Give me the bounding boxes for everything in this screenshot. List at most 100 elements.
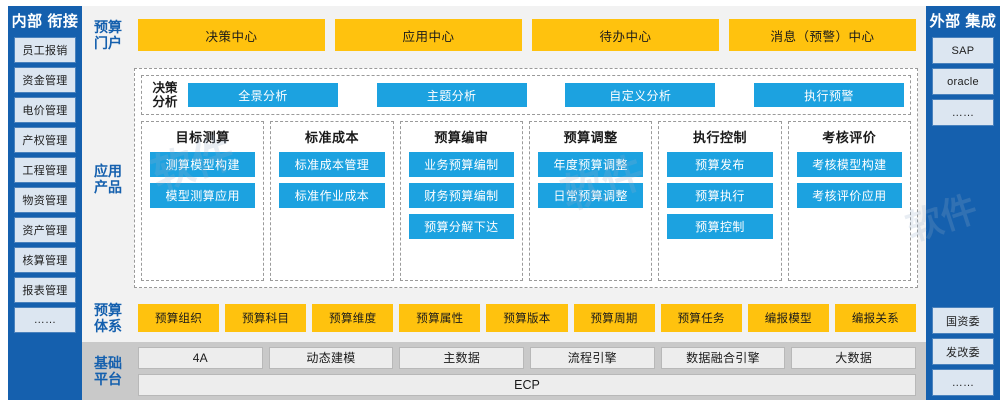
module-item-assessment-evaluation-app[interactable]: 考核评价应用 [796, 183, 902, 208]
module-item-budget-execution[interactable]: 预算执行 [667, 183, 773, 208]
module-title: 预算编审 [434, 130, 489, 145]
module-item-budget-decomposition-issuance[interactable]: 预算分解下达 [408, 214, 514, 239]
base-platform-label-line1: 基础 [94, 355, 122, 371]
budget-system-label-line1: 预算 [94, 302, 122, 318]
module-title: 预算调整 [563, 130, 618, 145]
left-sidebar-title-line2: 衔接 [47, 13, 79, 30]
budget-system-band-label: 预算 体系 [82, 294, 134, 342]
budget-system-item-version[interactable]: 预算版本 [486, 304, 568, 332]
portal-item-todo-center[interactable]: 待办中心 [532, 19, 719, 51]
base-platform-label-line2: 平台 [94, 371, 122, 387]
module-standard-cost: 标准成本 标准成本管理 标准作业成本 [270, 121, 394, 281]
budget-system-item-subject[interactable]: 预算科目 [225, 304, 307, 332]
module-columns: 目标测算 测算模型构建 模型测算应用 标准成本 标准成本管理 标准作业成本 预算… [141, 121, 911, 281]
portal-band-label: 预算 门户 [82, 6, 134, 64]
external-item-ndrc[interactable]: 发改委 [932, 338, 994, 365]
right-sidebar-title: 外部 集成 [930, 6, 997, 37]
decision-label-line1: 决策 [152, 81, 178, 95]
budget-system-label-line2: 体系 [94, 318, 122, 334]
sidebar-item-property-rights[interactable]: 产权管理 [14, 127, 76, 153]
decision-item-execution-alert[interactable]: 执行预警 [753, 83, 904, 107]
module-budget-adjustment: 预算调整 年度预算调整 日常预算调整 [528, 121, 653, 281]
budget-system-item-cycle[interactable]: 预算周期 [573, 304, 655, 332]
base-platform-items: 4A 动态建模 主数据 流程引擎 数据融合引擎 大数据 [138, 346, 917, 369]
app-products-container: 决策 分析 全景分析 主题分析 自定义分析 执行预警 目标测算 测算模型构建 [134, 68, 918, 288]
app-products-label-line2: 产品 [94, 179, 122, 195]
right-sidebar-title-line1: 外部 [929, 13, 961, 30]
base-platform-band-label: 基础 平台 [82, 342, 134, 400]
portal-band-body: 决策中心 应用中心 待办中心 消息（预警）中心 [134, 6, 926, 64]
base-item-process-engine[interactable]: 流程引擎 [530, 346, 655, 369]
external-item-sasac[interactable]: 国资委 [932, 307, 994, 334]
sidebar-item-materials[interactable]: 物资管理 [14, 187, 76, 213]
sidebar-item-reports[interactable]: 报表管理 [14, 277, 76, 303]
module-title: 标准成本 [304, 130, 359, 145]
external-item-oracle[interactable]: oracle [932, 68, 994, 95]
sidebar-item-accounting[interactable]: 核算管理 [14, 247, 76, 273]
sidebar-item-price-management[interactable]: 电价管理 [14, 97, 76, 123]
sidebar-item-more[interactable]: …… [14, 307, 76, 333]
decision-label-line2: 分析 [152, 95, 178, 109]
sidebar-item-engineering[interactable]: 工程管理 [14, 157, 76, 183]
module-target-estimation: 目标测算 测算模型构建 模型测算应用 [141, 121, 265, 281]
portal-item-decision-center[interactable]: 决策中心 [138, 19, 325, 51]
module-item-business-budget-preparation[interactable]: 业务预算编制 [408, 152, 514, 177]
module-item-standard-cost-management[interactable]: 标准成本管理 [279, 152, 385, 177]
module-execution-control: 执行控制 预算发布 预算执行 预算控制 [658, 121, 782, 281]
decision-analysis-box: 决策 分析 全景分析 主题分析 自定义分析 执行预警 [141, 75, 911, 115]
base-platform-band: 基础 平台 4A 动态建模 主数据 流程引擎 数据融合引擎 大数据 ECP [82, 342, 926, 400]
app-products-band-label: 应用 产品 [82, 64, 134, 294]
portal-label-line1: 预算 [94, 19, 122, 35]
base-item-ecp[interactable]: ECP [138, 373, 916, 396]
left-sidebar-title-line1: 内部 [11, 13, 43, 30]
base-item-master-data[interactable]: 主数据 [399, 346, 525, 369]
decision-item-custom-analysis[interactable]: 自定义分析 [565, 83, 716, 107]
budget-system-item-attribute[interactable]: 预算属性 [399, 304, 481, 332]
module-item-estimation-model-build[interactable]: 测算模型构建 [150, 152, 256, 177]
budget-system-item-report-relation[interactable]: 编报关系 [834, 304, 916, 332]
decision-item-panorama-analysis[interactable]: 全景分析 [188, 83, 338, 107]
module-assessment-evaluation: 考核评价 考核模型构建 考核评价应用 [787, 121, 911, 281]
module-item-budget-control[interactable]: 预算控制 [667, 214, 773, 239]
base-item-4a[interactable]: 4A [138, 346, 263, 369]
external-item-more-bottom[interactable]: …… [932, 369, 994, 396]
budget-system-item-task[interactable]: 预算任务 [660, 304, 742, 332]
sidebar-item-fund-management[interactable]: 资金管理 [14, 67, 76, 93]
budget-system-item-dimension[interactable]: 预算维度 [312, 304, 394, 332]
portal-item-application-center[interactable]: 应用中心 [335, 19, 522, 51]
left-sidebar: 内部 衔接 员工报销 资金管理 电价管理 产权管理 工程管理 物资管理 资产管理… [8, 6, 82, 400]
center-stack: 预算 门户 决策中心 应用中心 待办中心 消息（预警）中心 应用 产品 [82, 6, 926, 400]
module-item-daily-budget-adjustment[interactable]: 日常预算调整 [537, 183, 644, 208]
portal-label-line2: 门户 [94, 35, 122, 51]
left-sidebar-title: 内部 衔接 [12, 6, 79, 37]
app-products-band: 应用 产品 决策 分析 全景分析 主题分析 自定义分析 执行预警 [82, 64, 926, 294]
budget-system-item-report-model[interactable]: 编报模型 [747, 304, 829, 332]
decision-item-topic-analysis[interactable]: 主题分析 [376, 83, 527, 107]
decision-analysis-label: 决策 分析 [148, 81, 182, 109]
budget-system-band: 预算 体系 预算组织 预算科目 预算维度 预算属性 预算版本 预算周期 预算任务… [82, 294, 926, 342]
sidebar-item-employee-reimbursement[interactable]: 员工报销 [14, 37, 76, 63]
external-item-more-top[interactable]: …… [932, 99, 994, 126]
module-title: 考核评价 [822, 130, 877, 145]
module-item-financial-budget-preparation[interactable]: 财务预算编制 [408, 183, 514, 208]
budget-system-band-body: 预算组织 预算科目 预算维度 预算属性 预算版本 预算周期 预算任务 编报模型 … [134, 294, 926, 342]
base-item-data-fusion-engine[interactable]: 数据融合引擎 [660, 346, 786, 369]
right-sidebar: 外部 集成 SAP oracle …… 国资委 发改委 …… [926, 6, 1000, 400]
module-item-budget-release[interactable]: 预算发布 [667, 152, 773, 177]
base-item-big-data[interactable]: 大数据 [791, 346, 917, 369]
portal-band: 预算 门户 决策中心 应用中心 待办中心 消息（预警）中心 [82, 6, 926, 64]
module-title: 目标测算 [175, 130, 230, 145]
budget-system-item-organization[interactable]: 预算组织 [138, 304, 220, 332]
decision-analysis-items: 全景分析 主题分析 自定义分析 执行预警 [188, 83, 904, 107]
sidebar-item-assets[interactable]: 资产管理 [14, 217, 76, 243]
module-item-annual-budget-adjustment[interactable]: 年度预算调整 [537, 152, 644, 177]
module-item-model-estimation-app[interactable]: 模型测算应用 [150, 183, 256, 208]
external-item-sap[interactable]: SAP [932, 37, 994, 64]
app-products-label-line1: 应用 [94, 163, 122, 179]
module-item-assessment-model-build[interactable]: 考核模型构建 [796, 152, 902, 177]
module-item-standard-activity-cost[interactable]: 标准作业成本 [279, 183, 385, 208]
base-platform-band-body: 4A 动态建模 主数据 流程引擎 数据融合引擎 大数据 ECP [134, 342, 926, 400]
portal-item-message-alert-center[interactable]: 消息（预警）中心 [729, 19, 916, 51]
base-item-dynamic-modeling[interactable]: 动态建模 [268, 346, 394, 369]
